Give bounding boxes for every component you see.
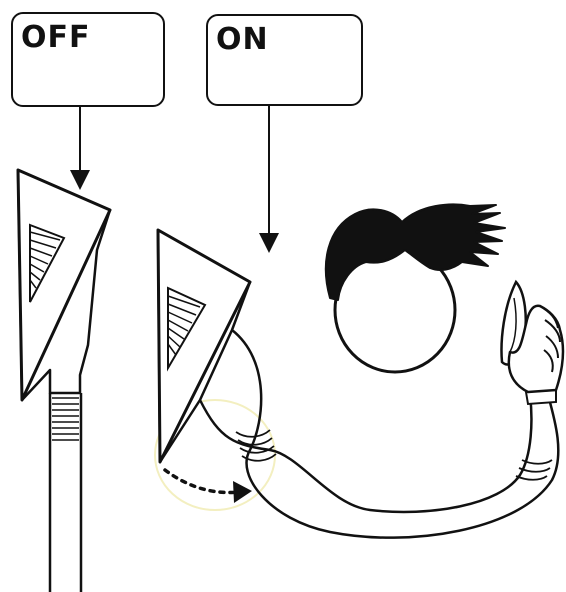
off-device [18, 170, 110, 592]
on-hose-inner [200, 395, 531, 512]
off-hose-ribs [52, 398, 79, 440]
raised-hand-icon [502, 282, 563, 392]
person [326, 204, 563, 404]
airflow-arrow [165, 470, 240, 493]
on-hose-ribs-b [516, 460, 552, 480]
